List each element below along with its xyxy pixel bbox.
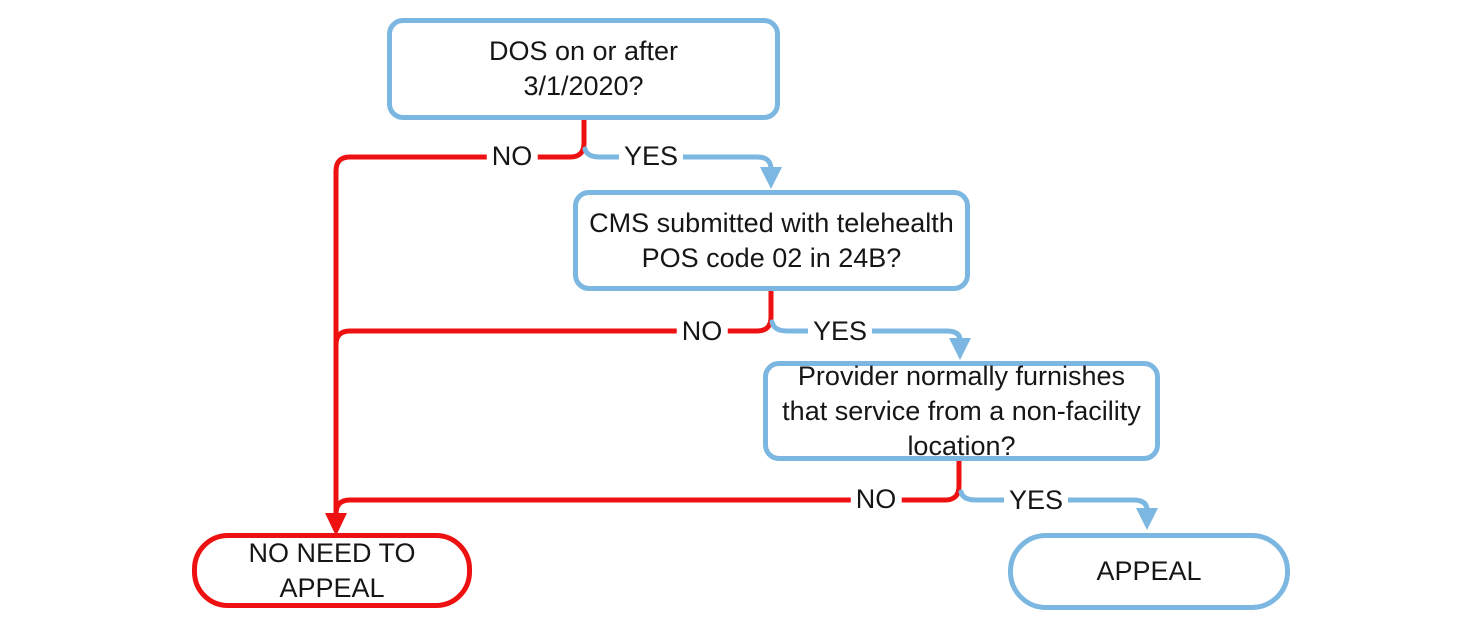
branch-label-q1-yes: YES xyxy=(618,141,684,171)
node-terminal-no-need-to-appeal: NO NEED TO APPEAL xyxy=(192,533,472,608)
branch-label-q3-no: NO xyxy=(850,484,902,514)
node-question-pos-code-label: CMS submitted with telehealth POS code 0… xyxy=(589,207,954,273)
arrowhead-q3 xyxy=(949,338,971,360)
node-terminal-no-need-to-appeal-label: NO NEED TO APPEAL xyxy=(248,537,416,603)
branch-label-q2-yes: YES xyxy=(807,316,873,346)
arrowhead-appeal xyxy=(1136,508,1158,530)
node-question-non-facility-label: Provider normally furnishes that service… xyxy=(782,360,1141,461)
edge-q1-no-trunk xyxy=(333,117,587,520)
node-terminal-appeal-label: APPEAL xyxy=(1096,556,1202,586)
arrowhead-q2 xyxy=(760,167,782,189)
node-question-dos-date: DOS on or after 3/1/2020? xyxy=(387,18,780,120)
branch-label-q1-no: NO xyxy=(486,141,538,171)
node-question-pos-code: CMS submitted with telehealth POS code 0… xyxy=(573,190,970,291)
edge-q3-no xyxy=(333,458,962,517)
node-question-non-facility: Provider normally furnishes that service… xyxy=(763,361,1160,461)
node-question-dos-date-label: DOS on or after 3/1/2020? xyxy=(488,36,679,101)
arrowhead-no-appeal xyxy=(325,513,347,536)
branch-label-q3-yes: YES xyxy=(1003,485,1069,515)
node-terminal-appeal: APPEAL xyxy=(1008,533,1290,610)
branch-label-q2-no: NO xyxy=(676,316,728,346)
